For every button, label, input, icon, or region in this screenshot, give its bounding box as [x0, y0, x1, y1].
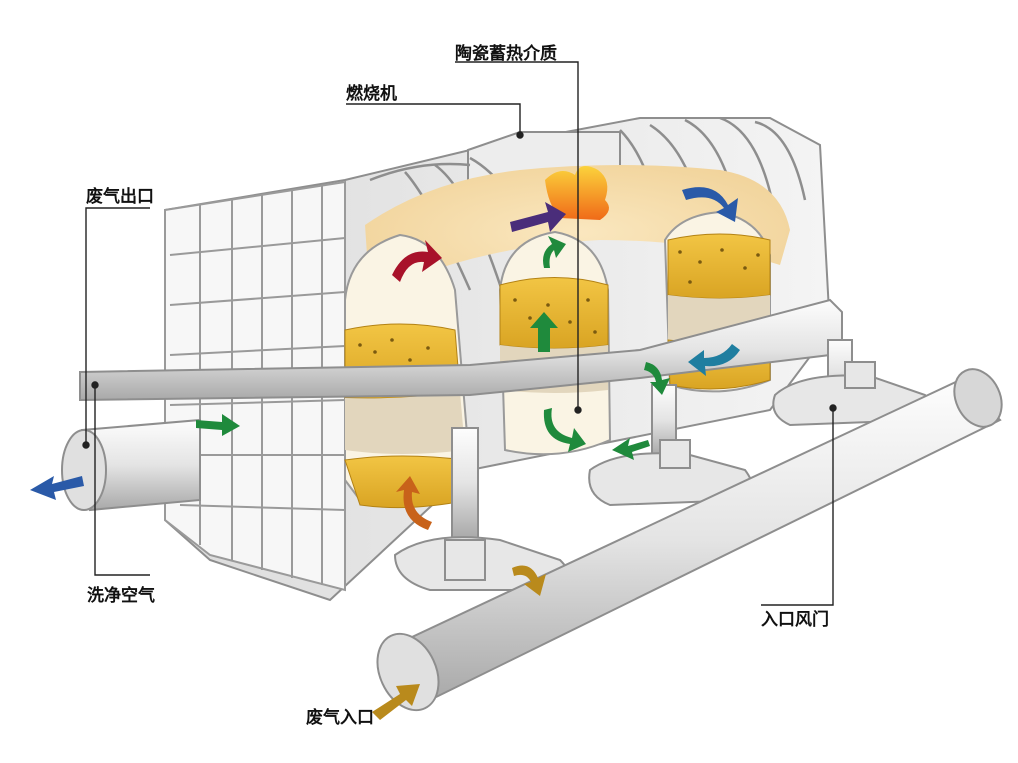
ceramic-bed-2 — [499, 277, 609, 349]
arrow-blue-exit-icon — [30, 476, 84, 500]
leader-exhaust-outlet — [85, 207, 150, 445]
exhaust-outlet-pipe — [61, 418, 201, 512]
ceramic-bed-3 — [667, 233, 771, 299]
arrow-green-right-icon — [644, 362, 670, 395]
exhaust-inlet-pipe — [376, 368, 1003, 712]
arrow-gold-valve-icon — [512, 565, 546, 596]
arrow-green-bottom-icon — [543, 408, 586, 452]
label-clean-air: 洗净空气 — [87, 586, 155, 606]
label-exhaust-inlet: 废气入口 — [306, 708, 374, 728]
arrow-orange-icon — [396, 476, 432, 530]
label-inlet-damper: 入口风门 — [761, 610, 829, 630]
arrow-gold-inlet-icon — [372, 684, 420, 720]
flow-arrows — [30, 187, 740, 720]
leader-clean-air — [94, 385, 150, 576]
arrow-purple-icon — [510, 202, 566, 232]
arrow-green-up-2-icon — [543, 236, 566, 268]
arrow-teal-icon — [688, 344, 740, 376]
burner-flame — [545, 166, 609, 220]
regenerator-chamber-2 — [498, 230, 612, 456]
arrow-green-up-1-icon — [530, 312, 558, 352]
arrow-red-icon — [392, 240, 442, 282]
label-ceramic-media: 陶瓷蓄热介质 — [455, 44, 557, 64]
structure-group — [61, 116, 1003, 712]
label-burner: 燃烧机 — [346, 84, 397, 104]
leader-ceramic — [455, 61, 579, 410]
leader-inlet-damper — [761, 408, 834, 606]
leader-lines — [82, 61, 837, 606]
leader-burner — [346, 103, 521, 135]
label-exhaust-outlet: 废气出口 — [86, 187, 154, 207]
arrow-green-header-icon — [196, 414, 240, 436]
valve-housings — [393, 361, 934, 591]
arrow-green-left-icon — [612, 438, 650, 460]
arrow-blue-top-icon — [682, 187, 738, 222]
